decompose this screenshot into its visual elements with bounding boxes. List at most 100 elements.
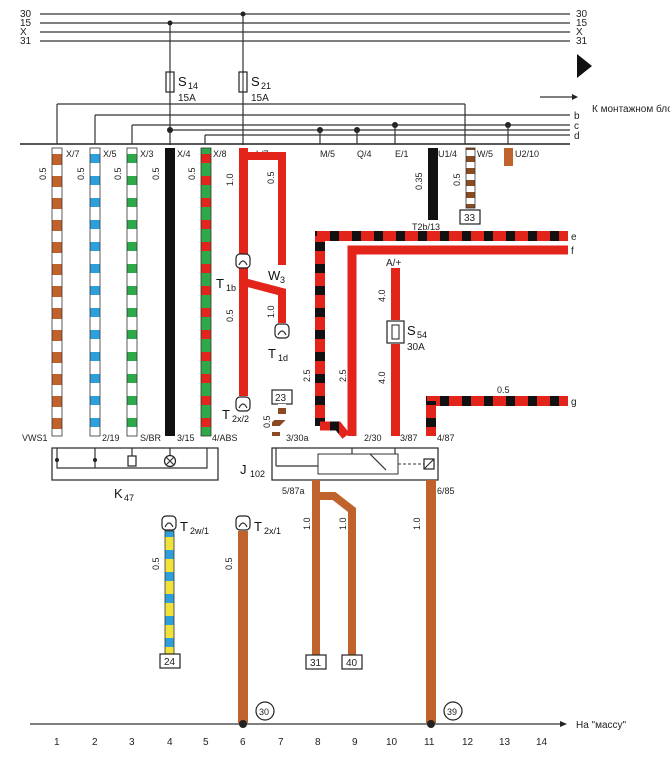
j102-pin-3-30a: 3/30a	[286, 433, 309, 443]
gauge-s54-bottom: 4.0	[377, 371, 387, 384]
gauge-23: 0.5	[262, 415, 272, 428]
column-number-2: 2	[92, 737, 98, 748]
fuse-s14-name: S	[178, 74, 187, 89]
edge-label-e: e	[571, 232, 577, 243]
bus-label-30-right: 30	[576, 9, 588, 20]
bus-label-15-left: 15	[20, 18, 32, 29]
wire-col6	[239, 148, 248, 396]
column-number-13: 13	[499, 737, 511, 748]
fuse-s54-icon	[386, 320, 405, 344]
column-number-9: 9	[352, 737, 358, 748]
conn-label-u1-4: U1/4	[438, 149, 457, 159]
connector-t1d-sub: 1d	[278, 353, 288, 363]
terminal-23-label: 23	[275, 393, 287, 404]
bus-label-x-left: X	[20, 27, 27, 38]
ground-ref-30-label: 30	[259, 707, 269, 717]
bus-label-31-right: 31	[576, 36, 588, 47]
right-top-wires: 0.35 T2b/13 0.5 33	[412, 147, 513, 232]
column-number-4: 4	[167, 737, 173, 748]
edge-label-f: f	[571, 246, 574, 257]
gauge-col5: 0.5	[187, 167, 197, 180]
wire-col2	[89, 147, 101, 437]
column-number-1: 1	[54, 737, 60, 748]
bus-label-x-right: X	[576, 27, 583, 38]
k47-sub: 47	[124, 493, 134, 503]
ground-ref-39-label: 39	[447, 707, 457, 717]
connector-a-plus: A/+	[386, 258, 401, 269]
gauge-e: 2.5	[302, 369, 312, 382]
wire-g-group: g 0.5	[426, 385, 577, 436]
conn-label-e1: E/1	[395, 149, 409, 159]
column-numbers: 1 2 3 4 5 6 7 8 9 10 11 12 13 14	[54, 737, 548, 748]
wire-w5	[465, 147, 476, 209]
fuse-s54-name: S	[407, 323, 416, 338]
gauge-u1-4: 0.35	[414, 172, 424, 190]
terminal-31	[305, 654, 327, 670]
terminal-40	[341, 654, 363, 670]
j102-pin-5-87a: 5/87a	[282, 486, 305, 496]
j102-pin-3-87: 3/87	[400, 433, 418, 443]
bus-lines: 30 15 X 31 30 15 X 31	[20, 9, 592, 78]
connector-w3-name: W	[268, 268, 281, 283]
gauge-g: 0.5	[497, 385, 510, 395]
header-rails: b c d	[20, 103, 580, 145]
bus-label-30-left: 30	[20, 9, 32, 20]
j102-pin-2-30: 2/30	[364, 433, 382, 443]
conn-label-x3: X/3	[140, 149, 154, 159]
terminal-33	[459, 209, 481, 225]
k47-module: VWS1 2/19 S/BR 3/15 4/ABS K 47	[22, 433, 238, 503]
column-number-6: 6	[240, 737, 246, 748]
conn-label-m5: M/5	[320, 149, 335, 159]
column-number-7: 7	[278, 737, 284, 748]
k47-pin-sbr: S/BR	[140, 433, 162, 443]
fuse-s21-sub: 21	[261, 81, 271, 91]
wire-e-vertical	[315, 236, 325, 426]
j102-relay: 3/30a 2/30 3/87 4/87 5/87a 6/85 J 102	[240, 433, 455, 496]
k47-pin-3-15: 3/15	[177, 433, 195, 443]
conn-label-w5: W/5	[477, 149, 493, 159]
connector-t2x1-name: T	[254, 519, 262, 534]
gauge-col2: 0.5	[76, 167, 86, 180]
column-number-3: 3	[129, 737, 135, 748]
wire-col4	[165, 148, 175, 436]
connector-t2b13: T2b/13	[412, 222, 440, 232]
gauge-f: 2.5	[338, 369, 348, 382]
rail-label-c: c	[574, 121, 579, 132]
bus-label-31-left: 31	[20, 36, 32, 47]
k47-name: K	[114, 486, 123, 501]
wire-col4-lower	[164, 530, 175, 655]
left-wires: 0.5 0.5 0.5 0.5 0.5	[38, 147, 212, 437]
gauge-col1: 0.5	[38, 167, 48, 180]
continuation-arrow-icon	[577, 54, 592, 78]
wire-u2-10	[504, 148, 513, 166]
column-number-12: 12	[462, 737, 474, 748]
column-number-8: 8	[315, 737, 321, 748]
conn-label-q4: Q/4	[357, 149, 372, 159]
conn-label-x5: X/5	[103, 149, 117, 159]
conn-label-x7: X/7	[66, 149, 80, 159]
j102-pin-4-87: 4/87	[437, 433, 455, 443]
gauge-col6-lower: 0.5	[224, 557, 234, 570]
connector-t2x2-name: T	[222, 407, 230, 422]
connector-t1d-name: T	[268, 346, 276, 361]
column-number-10: 10	[386, 737, 398, 748]
rail-label-d: d	[574, 131, 580, 142]
fuse-s14-rating: 15A	[178, 93, 196, 104]
connector-w3-sub: 3	[280, 275, 285, 285]
column-number-11: 11	[424, 737, 435, 748]
terminal-24	[159, 653, 181, 669]
feed-wires: e f 2.5 2.5	[302, 231, 577, 439]
wire-col3	[126, 147, 138, 437]
gauge-col4: 0.5	[151, 167, 161, 180]
terminal-23-group: 23 0.5	[262, 389, 293, 436]
bus-label-15-right: 15	[576, 18, 588, 29]
fuse-s21-name: S	[251, 74, 260, 89]
j102-sub: 102	[250, 469, 265, 479]
gauge-col3: 0.5	[113, 167, 123, 180]
fuse-feeds: S 14 15A S 21 15A	[165, 11, 271, 145]
s54-branch: A/+ 4.0 S 54 30A 4.0	[377, 258, 427, 436]
connector-t2x2-sub: 2x/2	[232, 414, 249, 424]
connector-t1b-name: T	[216, 276, 224, 291]
ground-ref-39	[443, 701, 463, 721]
